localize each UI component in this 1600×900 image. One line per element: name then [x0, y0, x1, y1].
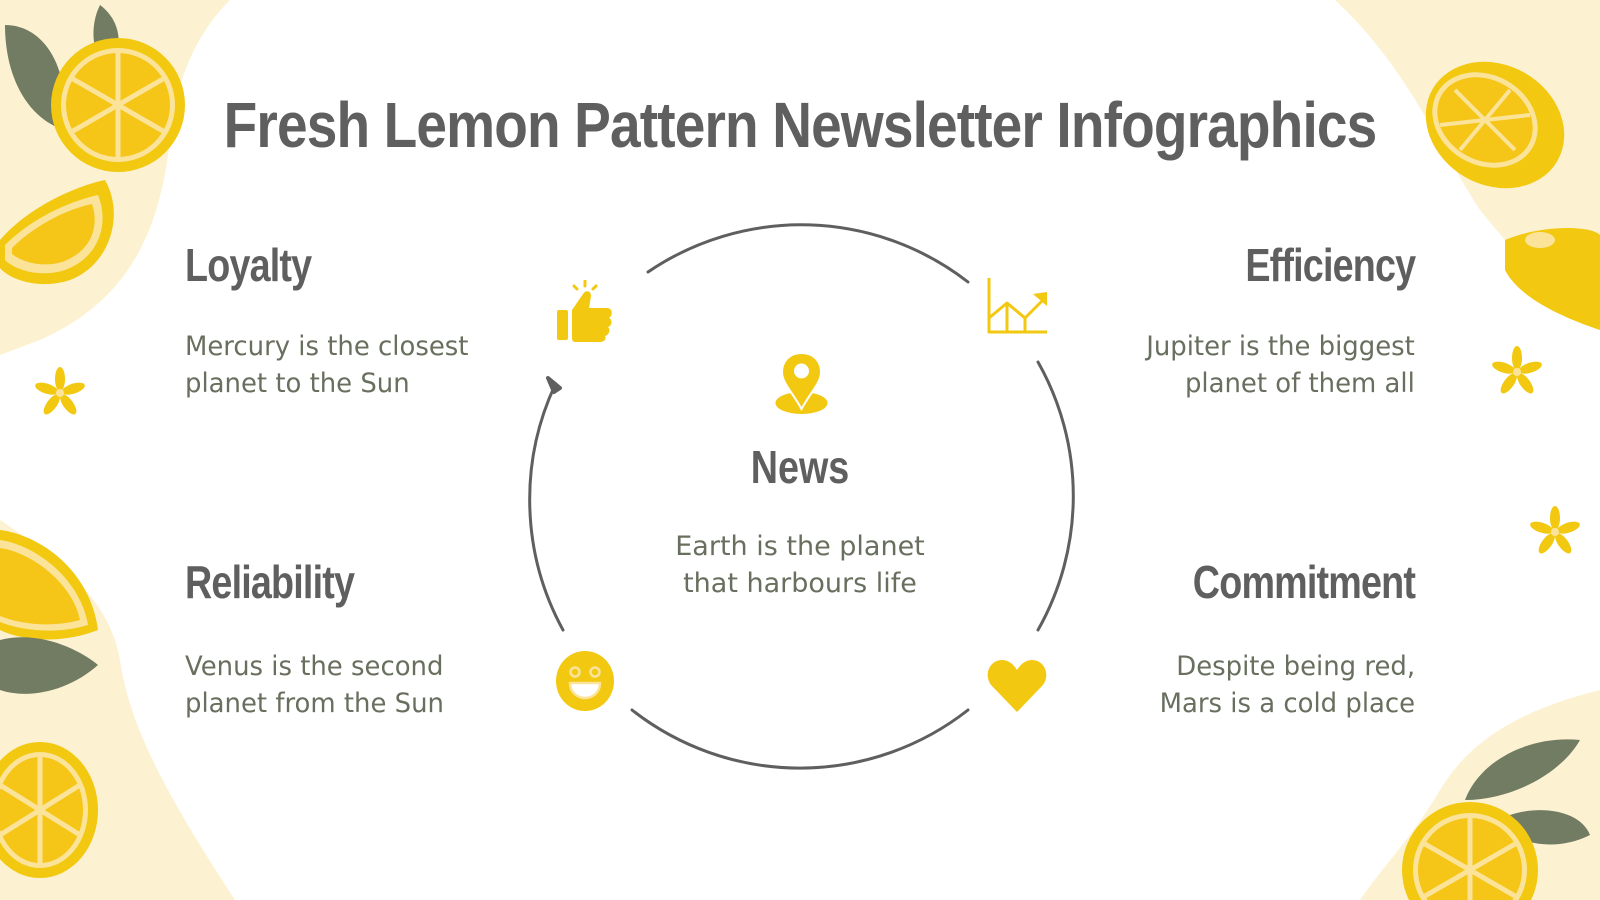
- description-commitment: Despite being red, Mars is a cold place: [1160, 648, 1415, 722]
- lemon-slice-icon: [1402, 802, 1538, 900]
- description-loyalty: Mercury is the closest planet to the Sun: [185, 328, 468, 402]
- lemon-slice-icon: [0, 530, 98, 640]
- description-efficiency: Jupiter is the biggest planet of them al…: [1146, 328, 1415, 402]
- description-line: Mars is a cold place: [1159, 688, 1415, 719]
- description-line: that harbours life: [683, 568, 917, 599]
- map-pin-icon: [775, 353, 828, 414]
- description-line: Earth is the planet: [675, 531, 925, 562]
- flower-icon: [35, 367, 85, 415]
- heading-efficiency: Efficiency: [1245, 239, 1416, 291]
- description-reliability: Venus is the second planet from the Sun: [185, 648, 444, 722]
- lemon-slice-icon: [51, 38, 185, 172]
- leaf-icon: [0, 637, 98, 694]
- heading-reliability: Reliability: [185, 556, 355, 608]
- center-description: Earth is the planet that harbours life: [0, 528, 1600, 602]
- center-heading: News: [750, 441, 850, 493]
- heading-commitment: Commitment: [1192, 556, 1416, 608]
- leaf-icon: [1465, 739, 1590, 845]
- description-line: Mercury is the closest: [185, 331, 469, 362]
- flower-icon: [1492, 346, 1542, 394]
- description-line: planet to the Sun: [185, 368, 410, 399]
- thumbs-up-icon: [557, 280, 612, 342]
- cycle-diagram: [528, 223, 1075, 770]
- heart-icon: [987, 660, 1047, 712]
- page-title: Fresh Lemon Pattern Newsletter Infograph…: [223, 89, 1378, 161]
- arrow-head-icon: [546, 376, 562, 394]
- description-line: Jupiter is the biggest: [1146, 331, 1415, 362]
- lemon-half-icon: [1425, 61, 1565, 189]
- heading-loyalty: Loyalty: [185, 239, 312, 291]
- smiley-face-icon: [556, 651, 614, 711]
- lemon-wedge-icon: [0, 180, 114, 285]
- lemon-slice-icon: [0, 742, 98, 878]
- description-line: Despite being red,: [1176, 651, 1415, 682]
- description-line: planet of them all: [1185, 368, 1415, 399]
- growth-chart-icon: [987, 278, 1047, 334]
- description-line: planet from the Sun: [185, 688, 444, 719]
- description-line: Venus is the second: [185, 651, 444, 682]
- flower-icon: [1530, 506, 1580, 554]
- lemon-icon: [1505, 228, 1600, 330]
